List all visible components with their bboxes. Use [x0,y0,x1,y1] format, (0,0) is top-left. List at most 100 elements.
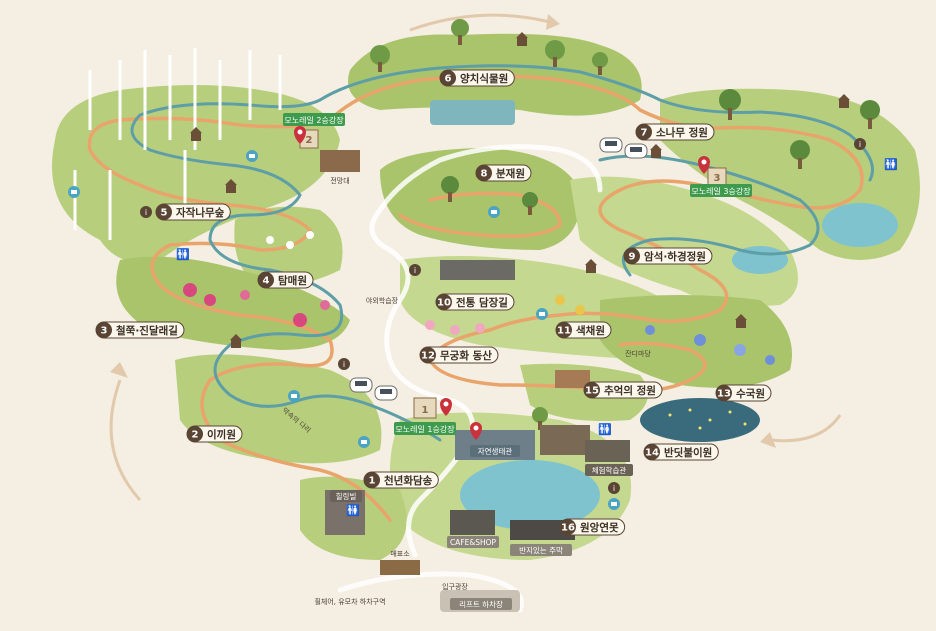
tree-icon [592,52,608,75]
tree-icon [451,19,469,45]
trees [370,19,880,430]
flowers [183,231,775,365]
location-pin-icon[interactable] [470,422,482,440]
tree-icon [522,192,538,215]
info-icon[interactable]: i [140,206,152,218]
garden-label-13[interactable]: 13 수국원 [715,384,772,402]
observatory-label: 전망대 [330,176,349,185]
rock-garden-area [570,176,798,306]
station-label-2[interactable]: 모노레일 2승강장 [283,113,345,126]
garden-number: 9 [629,252,636,263]
garden-number-badge [440,70,456,86]
garden-label-7[interactable]: 7 소나무 정원 [635,123,715,141]
walking-paths [87,74,864,522]
library-label[interactable]: 반지있는 주막 [510,544,572,556]
arrow-head-icon [546,14,560,30]
garden-number-badge [624,248,640,264]
garden-name: 소나무 정원 [656,126,708,139]
camera-icon[interactable] [246,150,258,162]
observatory-building [320,150,360,172]
garden-number: 13 [717,389,731,400]
info-icon[interactable]: i [338,358,350,370]
camera-icon[interactable] [536,308,548,320]
restroom-icon[interactable]: 🚻 [884,158,898,171]
garden-name: 천년화담송 [384,474,433,487]
garden-number-badge [584,382,600,398]
station-2-number: 2 [306,135,313,146]
camera-icon[interactable] [288,390,300,402]
svg-text:i: i [613,484,615,493]
camera-icon[interactable] [68,186,80,198]
entrance-label: 입구광장 [442,582,468,591]
garden-number-badge [420,347,436,363]
library-text: 반지있는 주막 [519,545,563,555]
station-label-1[interactable]: 모노레일 1승강장 [394,422,456,435]
svg-text:i: i [145,208,147,217]
garden-name: 색채원 [576,324,605,337]
garden-name: 암석·하경정원 [644,250,706,263]
tree-icon [790,140,810,169]
station-1-number: 1 [422,405,429,416]
house-icons [190,32,850,348]
garden-number: 1 [369,476,376,487]
garden-number: 3 [101,326,108,337]
garden-number: 4 [263,276,270,287]
experience-hall-label[interactable]: 체험학습관 [585,464,633,476]
info-icon[interactable]: i [854,138,866,150]
camera-icon[interactable] [488,206,500,218]
nature-museum-label[interactable]: 자연생태관 [470,445,520,457]
location-pin-icon[interactable] [698,156,710,174]
flower-icon [450,325,460,335]
garden-number: 7 [641,128,648,139]
location-pin-icon[interactable] [440,398,452,416]
library-building [510,520,575,540]
camera-icon[interactable] [358,436,370,448]
garden-name: 분재원 [496,167,525,180]
monorail-station-labels: 모노레일 2승강장 모노레일 3승강장 모노레일 1승강장 [283,113,752,435]
svg-text:i: i [859,140,861,149]
garden-number: 14 [645,448,659,459]
garden-name: 원앙연못 [580,521,619,534]
garden-number: 6 [445,74,452,85]
cafe-text: CAFE&SHOP [450,538,497,547]
station-label-3[interactable]: 모노레일 3승강장 [690,184,752,197]
lift-label[interactable]: 리프트 하차장 [450,598,512,610]
garden-label-1[interactable]: 1 천년화담송 [363,471,439,489]
healing-label[interactable]: 힐링빌 [330,490,362,502]
garden-label-9[interactable]: 9 암석·하경정원 [623,247,713,265]
location-pin-icon[interactable] [294,126,306,144]
monorail-cars [349,137,648,401]
station-building-3: 3 [707,167,727,187]
garden-name: 수국원 [736,387,765,400]
tree-icon [370,45,390,72]
garden-number-badge [364,472,380,488]
flower-icon [765,355,775,365]
restroom-icon[interactable]: 🚻 [346,504,360,517]
lift-text: 리프트 하차장 [459,599,503,609]
restroom-icon[interactable]: 🚻 [598,423,612,436]
arrow-head-icon [110,362,128,378]
camera-icon[interactable] [608,498,620,510]
flower-icon [286,241,294,249]
experience-hall-building [585,440,630,462]
info-icon[interactable]: i [608,482,620,494]
cafe-label[interactable]: CAFE&SHOP [447,536,499,548]
station-3-number: 3 [714,173,721,184]
info-icon[interactable]: i [409,264,421,276]
restroom-icon[interactable]: 🚻 [176,248,190,261]
flower-icon [425,320,435,330]
